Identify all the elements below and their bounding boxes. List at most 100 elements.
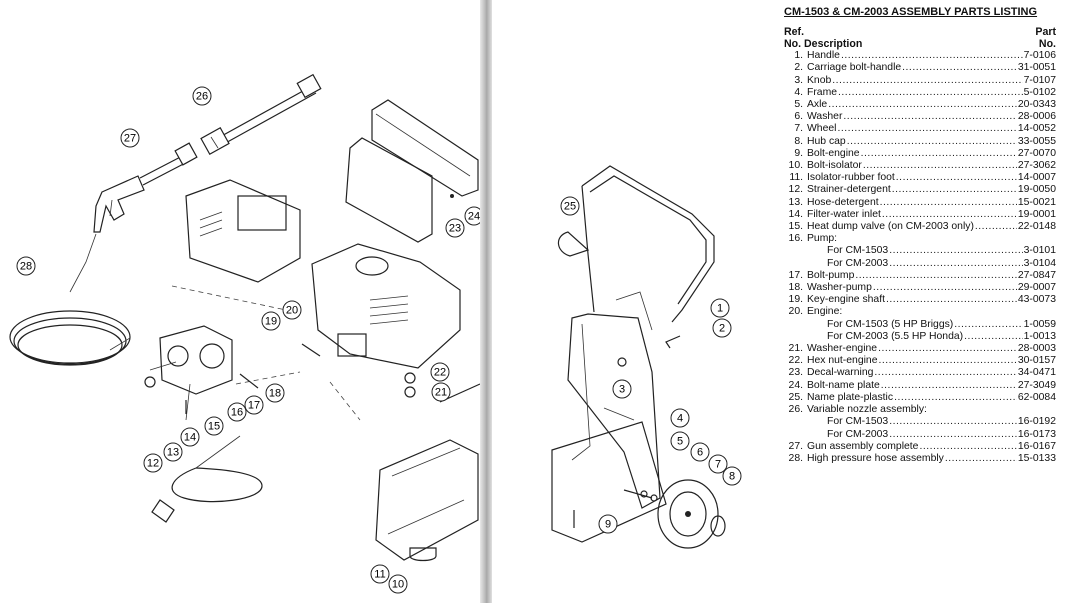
callout-circle [722, 466, 742, 486]
callout-circle [712, 318, 732, 338]
part-description: Washer-pump [807, 282, 872, 294]
axle-wheel [573, 479, 726, 549]
callout-label: 27 [124, 133, 136, 145]
leader-dots [878, 343, 1017, 355]
part-description: Wheel [807, 123, 837, 135]
callout-label: 16 [231, 407, 243, 419]
list-item: 28.High pressure hose assembly15-0133 [784, 453, 1056, 465]
callout-circle [431, 382, 451, 402]
part-number: 15-0021 [1017, 196, 1056, 208]
leader-dots [881, 380, 1017, 392]
list-item: 24.Bolt-name plate27-3049 [784, 380, 1056, 392]
list-item: 10.Bolt-isolator27-3062 [784, 160, 1056, 172]
part-ref-number: 2. [794, 62, 803, 74]
part-number: 1-0059 [1023, 318, 1056, 330]
part-ref-number: 8. [794, 135, 803, 147]
part-number: 62-0084 [1017, 391, 1056, 403]
callout-circle [670, 431, 690, 451]
list-item: For CM-20033-0104 [784, 258, 1056, 270]
list-item: 27.Gun assembly complete16-0167 [784, 441, 1056, 453]
list-item: 7. Wheel 14-0052 [784, 123, 1056, 135]
part-description: Filter-water inlet [807, 208, 881, 220]
callout-label: 19 [265, 316, 277, 328]
callout-circle [388, 574, 408, 594]
list-item: 20.Engine: [784, 306, 1056, 318]
callout-label: 2 [719, 323, 725, 335]
callout-circle [180, 427, 200, 447]
callout-label: 5 [677, 436, 683, 448]
callout-circle [710, 298, 730, 318]
leader-dots [886, 294, 1017, 306]
part-number: 3-0104 [1023, 257, 1056, 269]
part-description: Name plate-plastic [807, 391, 894, 403]
part-number: 28-0003 [1017, 343, 1056, 355]
list-item: 26.Variable nozzle assembly: [784, 404, 1056, 416]
leader-dots [902, 62, 1017, 74]
part-description: Knob [807, 74, 832, 86]
leader-dots [889, 258, 1022, 270]
leader-dots [892, 184, 1017, 196]
part-ref-number: 3. [794, 74, 803, 86]
part-number: 14-0052 [1017, 123, 1056, 135]
callout-label: 24 [468, 211, 480, 223]
leader-dots [861, 148, 1017, 160]
part-ref-number: 16. [788, 233, 803, 245]
part-ref-number: 7. [794, 123, 803, 135]
list-item: 15.Heat dump valve (on CM-2003 only)22-0… [784, 221, 1056, 233]
pump-assembly [144, 325, 233, 421]
part-number: 29-0007 [1017, 282, 1056, 294]
part-description: Bolt-name plate [807, 379, 880, 391]
part-number: 1-0013 [1023, 330, 1056, 342]
list-item: 5.Axle20-0343 [784, 99, 1056, 111]
part-number: 3-0101 [1023, 245, 1056, 257]
leader-dots [847, 136, 1017, 148]
callout-circle [445, 218, 465, 238]
callout-circle [464, 206, 480, 226]
leader-dots [889, 416, 1017, 428]
part-ref-number: 14. [788, 208, 803, 220]
callout-label: 14 [184, 432, 196, 444]
frame-fragment [375, 383, 480, 562]
parts-listing-title: CM-1503 & CM-2003 ASSEMBLY PARTS LISTING [784, 6, 1038, 18]
header-part-label: Part [1035, 26, 1056, 39]
parts-listing-header: Ref. No. Description Part No. [784, 27, 1056, 50]
part-description: Handle [807, 50, 840, 62]
part-number: 27-0070 [1017, 147, 1056, 159]
header-part-col: Part No. [1035, 27, 1056, 50]
list-item: 14. Filter-water inlet 19-0001 [784, 209, 1056, 221]
part-ref-number: 15. [788, 221, 803, 233]
callout-circle [708, 454, 728, 474]
part-number: 34-0471 [1017, 367, 1056, 379]
list-item: 22.Hex nut-engine30-0157 [784, 355, 1056, 367]
part-number: 19-0001 [1017, 208, 1056, 220]
callout-label: 4 [677, 413, 683, 425]
part-ref-number: 21. [788, 343, 803, 355]
part-ref-number: 1. [794, 50, 803, 62]
part-description: Engine: [807, 306, 843, 318]
part-ref-number: 27. [788, 440, 803, 452]
leader-dots [882, 209, 1017, 221]
list-item: 23.Decal-warning34-0471 [784, 367, 1056, 379]
list-item: For CM-200316-0173 [784, 429, 1056, 441]
header-no-label: No. [784, 37, 802, 50]
callout-label: 17 [248, 400, 260, 412]
callout-circle [265, 383, 285, 403]
assembly-guide-lines [171, 285, 361, 421]
callout-label: 9 [605, 519, 611, 531]
callout-label: 7 [715, 459, 721, 471]
callout-circle [430, 362, 450, 382]
part-description: Frame [807, 86, 838, 98]
callout-circle [163, 442, 183, 462]
callout-circle [204, 416, 224, 436]
part-description: High pressure hose assembly [807, 452, 944, 464]
list-item: 19.Key-engine shaft43-0073 [784, 294, 1056, 306]
list-item: 16.Pump: [784, 233, 1056, 245]
leader-dots [878, 355, 1016, 367]
callout-circle [560, 196, 580, 216]
list-item: 21.Washer-engine28-0003 [784, 343, 1056, 355]
leader-dots [863, 160, 1017, 172]
leader-dots [855, 270, 1017, 282]
handle-and-frame [551, 165, 715, 543]
